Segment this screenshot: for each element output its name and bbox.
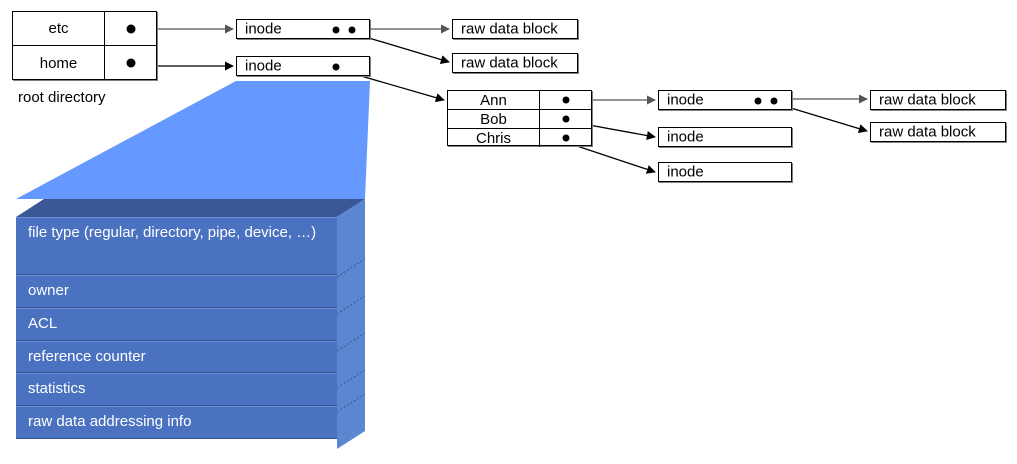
raw-data-block-label: raw data block bbox=[879, 91, 976, 109]
inode-pointer-dot-1 bbox=[754, 97, 762, 105]
inode-pointer-dot-1 bbox=[332, 63, 340, 71]
inode-bob-box[interactable]: inode bbox=[658, 127, 792, 147]
inode-label: inode bbox=[245, 20, 282, 38]
inode-detail-block: file type (regular, directory, pipe, dev… bbox=[16, 199, 365, 449]
inode-chris-box[interactable]: inode bbox=[658, 162, 792, 182]
home-entry-name-0: Ann bbox=[448, 91, 540, 109]
raw-data-block-ann-1[interactable]: raw data block bbox=[870, 90, 1006, 110]
inode-pointer-dot-1 bbox=[332, 26, 340, 34]
pointer-dot bbox=[562, 134, 570, 142]
table-row[interactable]: etc bbox=[13, 12, 156, 46]
home-directory-table: Ann Bob Chris bbox=[447, 90, 592, 147]
table-row[interactable]: home bbox=[13, 46, 156, 80]
home-entry-pointer-0 bbox=[540, 91, 591, 109]
inode-field-owner: owner bbox=[16, 275, 337, 308]
root-directory-caption: root directory bbox=[18, 89, 106, 106]
inode-field-reference-counter: reference counter bbox=[16, 340, 337, 374]
inode-etc-box[interactable]: inode bbox=[236, 19, 370, 39]
inode-label: inode bbox=[667, 163, 704, 181]
inode-ann-box[interactable]: inode bbox=[658, 90, 792, 110]
inode-label: inode bbox=[245, 57, 282, 75]
inode-detail-field-list: file type (regular, directory, pipe, dev… bbox=[16, 217, 337, 439]
table-row[interactable]: Bob bbox=[448, 110, 591, 129]
root-directory-table: etc home bbox=[12, 11, 157, 80]
table-row[interactable]: Ann bbox=[448, 91, 591, 110]
root-entry-pointer-0 bbox=[105, 12, 156, 45]
pointer-dot bbox=[562, 115, 570, 123]
raw-data-block-etc-1[interactable]: raw data block bbox=[452, 19, 578, 39]
raw-data-block-label: raw data block bbox=[461, 20, 558, 38]
inode-detail-3d-faces bbox=[16, 199, 365, 449]
inode-field-statistics: statistics bbox=[16, 373, 337, 406]
inode-field-acl: ACL bbox=[16, 307, 337, 341]
home-entry-name-2: Chris bbox=[448, 129, 540, 147]
pointer-dot bbox=[126, 58, 136, 68]
home-entry-pointer-2 bbox=[540, 129, 591, 147]
pointer-dot bbox=[562, 96, 570, 104]
inode-label: inode bbox=[667, 128, 704, 146]
inode-field-raw-data-addressing-info: raw data addressing info bbox=[16, 406, 337, 439]
inode-label: inode bbox=[667, 91, 704, 109]
raw-data-block-label: raw data block bbox=[879, 123, 976, 141]
root-entry-name-1: home bbox=[13, 46, 105, 80]
home-entry-pointer-1 bbox=[540, 110, 591, 128]
raw-data-block-ann-2[interactable]: raw data block bbox=[870, 122, 1006, 142]
inode-pointer-dot-2 bbox=[348, 26, 356, 34]
table-row[interactable]: Chris bbox=[448, 129, 591, 147]
inode-field-file-type: file type (regular, directory, pipe, dev… bbox=[16, 217, 337, 275]
inode-home-box[interactable]: inode bbox=[236, 56, 370, 76]
pointer-dot bbox=[126, 24, 136, 34]
home-entry-name-1: Bob bbox=[448, 110, 540, 128]
inode-pointer-dot-2 bbox=[770, 97, 778, 105]
root-entry-name-0: etc bbox=[13, 12, 105, 45]
raw-data-block-label: raw data block bbox=[461, 54, 558, 72]
root-entry-pointer-1 bbox=[105, 46, 156, 80]
raw-data-block-etc-2[interactable]: raw data block bbox=[452, 53, 578, 73]
